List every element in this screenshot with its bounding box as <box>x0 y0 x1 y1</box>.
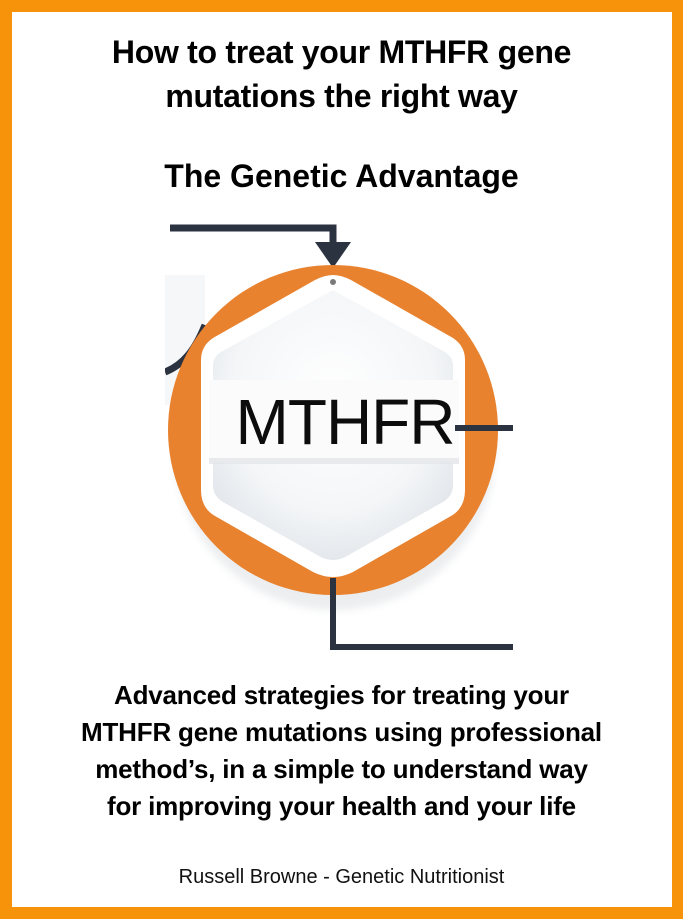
author-byline: Russell Browne - Genetic Nutritionist <box>178 866 505 888</box>
subtitle-line-1: Advanced strategies for treating your <box>114 680 569 710</box>
book-subtitle: Advanced strategies for treating your MT… <box>0 677 683 825</box>
series-title: The Genetic Advantage <box>164 158 519 194</box>
subtitle-line-3: method’s, in a simple to understand way <box>95 754 588 784</box>
gene-connector-diagram-icon <box>165 224 513 650</box>
book-title: How to treat your MTHFR gene mutations t… <box>0 30 683 118</box>
subtitle-line-2: MTHFR gene mutations using professional <box>81 717 602 747</box>
mthfr-logo-text: MTHFR <box>235 386 456 458</box>
mthfr-logo-graphic: MTHFR <box>165 220 525 660</box>
subtitle-line-4: for improving your health and your life <box>107 791 576 821</box>
title-line-2: mutations the right way <box>165 78 518 114</box>
title-line-1: How to treat your MTHFR gene <box>111 34 572 70</box>
